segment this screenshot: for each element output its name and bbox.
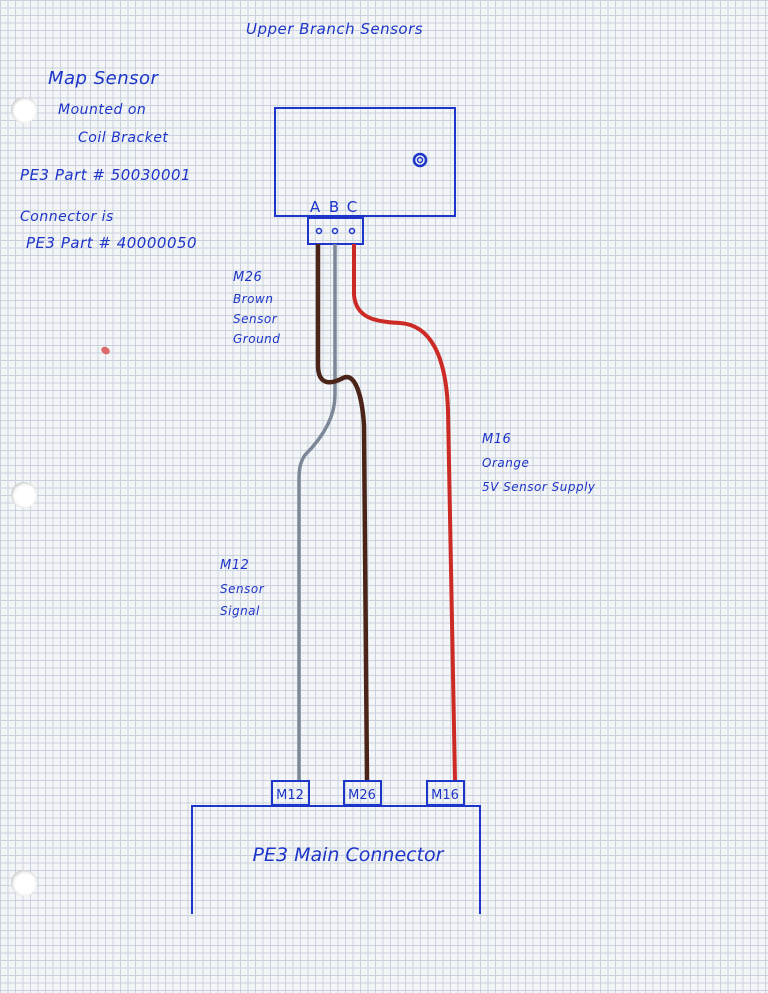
wire-m26-desc-3: Ground	[233, 332, 281, 346]
wire-m16-desc-1: Orange	[482, 456, 530, 470]
wire-m16-supply	[352, 244, 457, 782]
wire-m26-desc-2: Sensor	[233, 312, 278, 326]
wire-m26-label: M26	[233, 270, 263, 285]
sensor-port-icon	[412, 152, 428, 168]
page-title: Upper Branch Sensors	[246, 20, 424, 38]
note-line-3: Coil Bracket	[78, 130, 169, 146]
note-line-1: Map Sensor	[48, 68, 159, 89]
sensor-pin-label-a: A	[310, 198, 321, 216]
sensor-pin-c-icon	[348, 227, 356, 235]
pin-label-m16: M16	[431, 788, 459, 803]
wire-m26-desc-1: Brown	[233, 292, 274, 306]
wire-m12-desc-2: Signal	[220, 604, 260, 618]
pin-label-m26: M26	[348, 788, 376, 803]
wire-m16-label: M16	[482, 432, 512, 447]
binder-hole-middle	[11, 482, 37, 508]
main-connector-label: PE3 Main Connector	[253, 844, 445, 866]
sensor-pin-label-b: B	[329, 198, 339, 216]
sensor-port-inner-icon	[416, 156, 424, 164]
note-line-6: PE3 Part # 40000050	[26, 234, 198, 252]
wire-m12-label: M12	[220, 558, 250, 573]
note-line-2: Mounted on	[58, 102, 147, 118]
wire-m16-desc-2: 5V Sensor Supply	[482, 480, 596, 494]
wire-m12-desc-1: Sensor	[220, 582, 265, 596]
sensor-pin-a-icon	[315, 227, 323, 235]
note-line-4: PE3 Part # 50030001	[20, 166, 192, 184]
wire-m26-ground	[315, 244, 370, 782]
wire-m12-signal	[297, 244, 337, 781]
note-line-5: Connector is	[20, 209, 114, 225]
sensor-pin-label-c: C	[347, 198, 357, 216]
pin-label-m12: M12	[276, 788, 304, 803]
map-sensor-body	[274, 107, 456, 217]
sensor-pin-b-icon	[331, 227, 339, 235]
binder-hole-bottom	[11, 870, 37, 896]
main-connector-body	[191, 805, 481, 914]
binder-hole-top	[11, 97, 37, 123]
